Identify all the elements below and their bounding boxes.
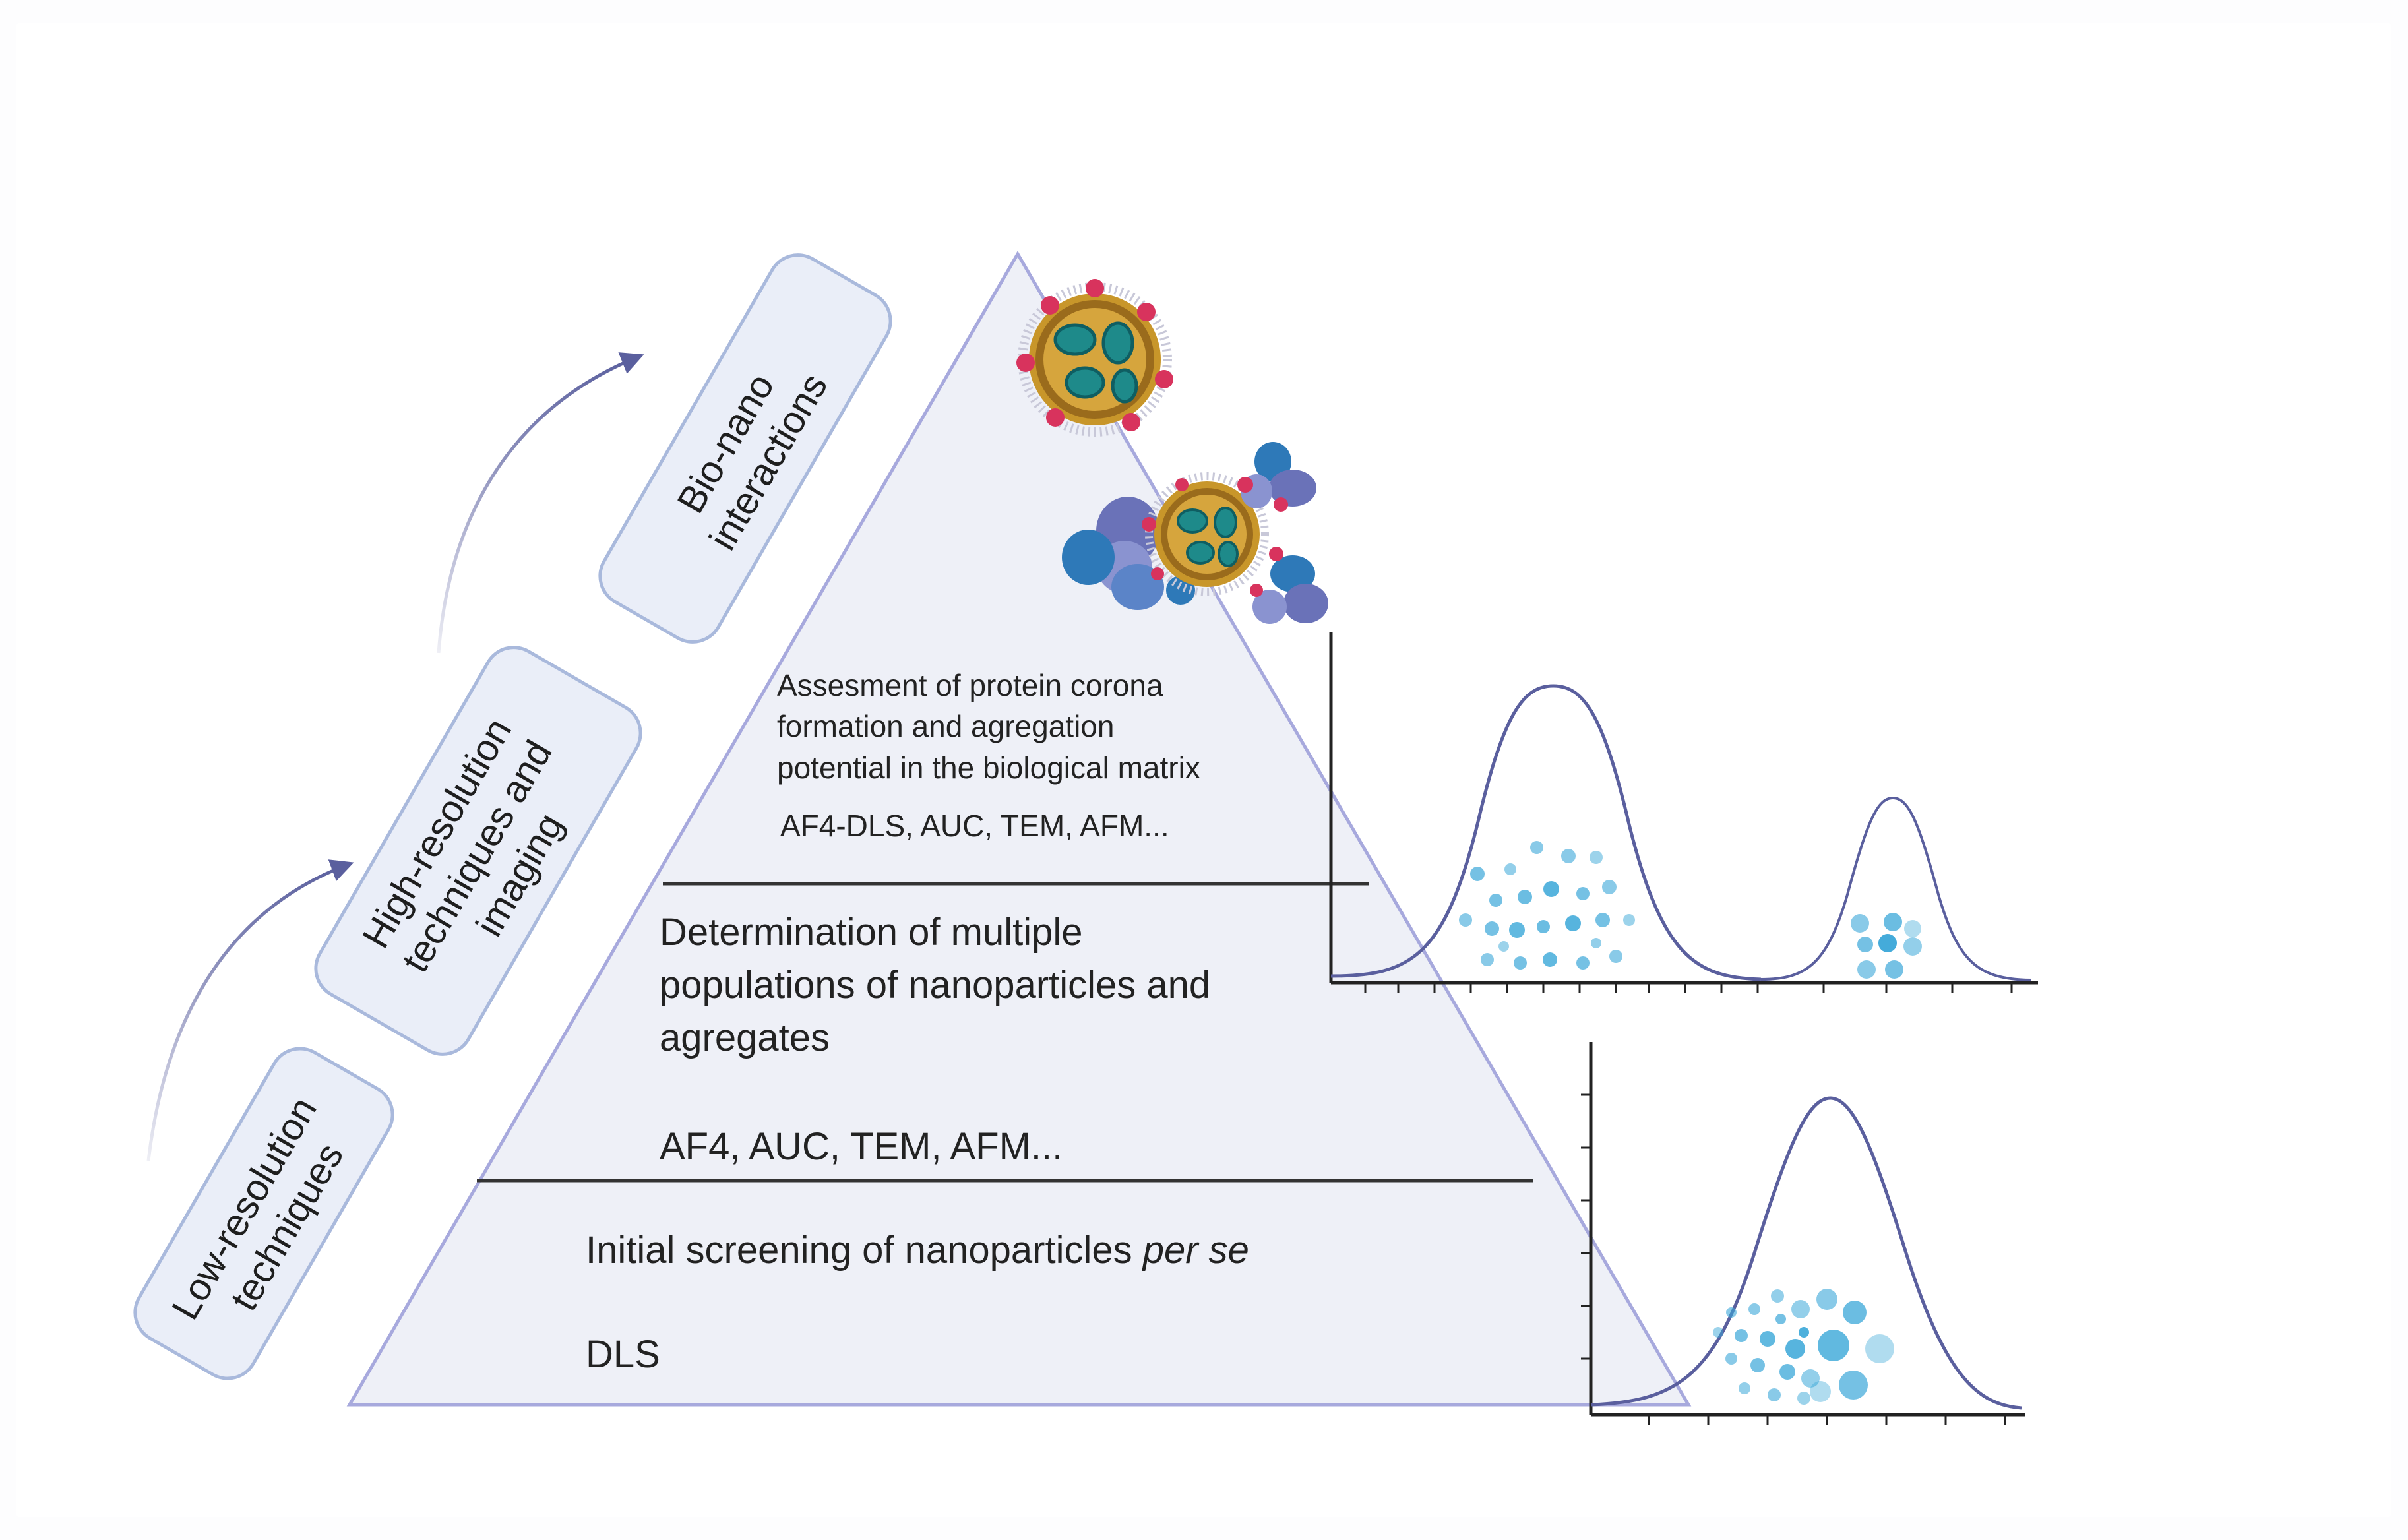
tier-bottom-description: Initial screening of nanoparticles per s… <box>586 1229 1249 1272</box>
tier-top-techniques: AF4-DLS, AUC, TEM, AFM... <box>780 809 1169 843</box>
side-label-bio-box <box>598 253 892 644</box>
chart-upper <box>1329 632 2038 993</box>
progress-arrow-lower <box>146 859 354 1161</box>
tier-bottom-description-text: Initial screening of nanoparticles <box>586 1229 1143 1272</box>
side-label-bio: Bio-nano interactions <box>598 253 892 644</box>
tier-bottom: Initial screening of nanoparticles per s… <box>586 1229 1249 1376</box>
protein-corona-nanoparticle-icon <box>1016 279 1173 437</box>
tier-top-line-1: Assesment of protein corona <box>777 668 1163 702</box>
nanoparticle-protein-aggregate-icon <box>1062 442 1328 624</box>
side-label-low: Low-resolution techniques <box>133 1047 394 1380</box>
chart-lower-y-ticks <box>1581 1093 1591 1360</box>
chart-lower <box>1581 1042 2025 1425</box>
tier-top-description: Assesment of protein corona formation an… <box>777 668 1200 785</box>
chart-lower-particles <box>1713 1289 1894 1405</box>
pyramid-triangle <box>346 251 1692 1407</box>
progress-arrow-upper <box>437 352 644 654</box>
chart-upper-peak-2 <box>1760 796 2032 981</box>
side-label-low-box <box>133 1047 394 1380</box>
tier-bottom-description-italic: per se <box>1142 1229 1249 1272</box>
tier-middle: Determination of multiple populations of… <box>660 911 1221 1168</box>
tier-top-line-2: formation and agregation <box>777 709 1114 743</box>
tier-middle-line-2: populations of nanoparticles and <box>660 964 1210 1006</box>
side-label-high-box <box>314 646 642 1056</box>
tier-middle-techniques: AF4, AUC, TEM, AFM... <box>660 1125 1063 1168</box>
tier-middle-line-3: agregates <box>660 1016 830 1059</box>
chart-upper-peak-1 <box>1330 684 1762 981</box>
tier-middle-description: Determination of multiple populations of… <box>660 911 1221 1059</box>
tier-middle-line-1: Determination of multiple <box>660 911 1083 954</box>
chart-lower-x-ticks <box>1648 1415 2006 1425</box>
chart-upper-particles-2 <box>1851 913 1922 979</box>
tier-top: Assesment of protein corona formation an… <box>777 668 1200 843</box>
chart-lower-peak <box>1590 1096 2022 1410</box>
pyramid <box>346 251 1692 1407</box>
tier-top-line-3: potential in the biological matrix <box>777 751 1200 785</box>
chart-upper-particles-1 <box>1459 841 1635 970</box>
tier-bottom-techniques: DLS <box>586 1333 660 1376</box>
chart-upper-x-ticks <box>1364 983 2013 993</box>
